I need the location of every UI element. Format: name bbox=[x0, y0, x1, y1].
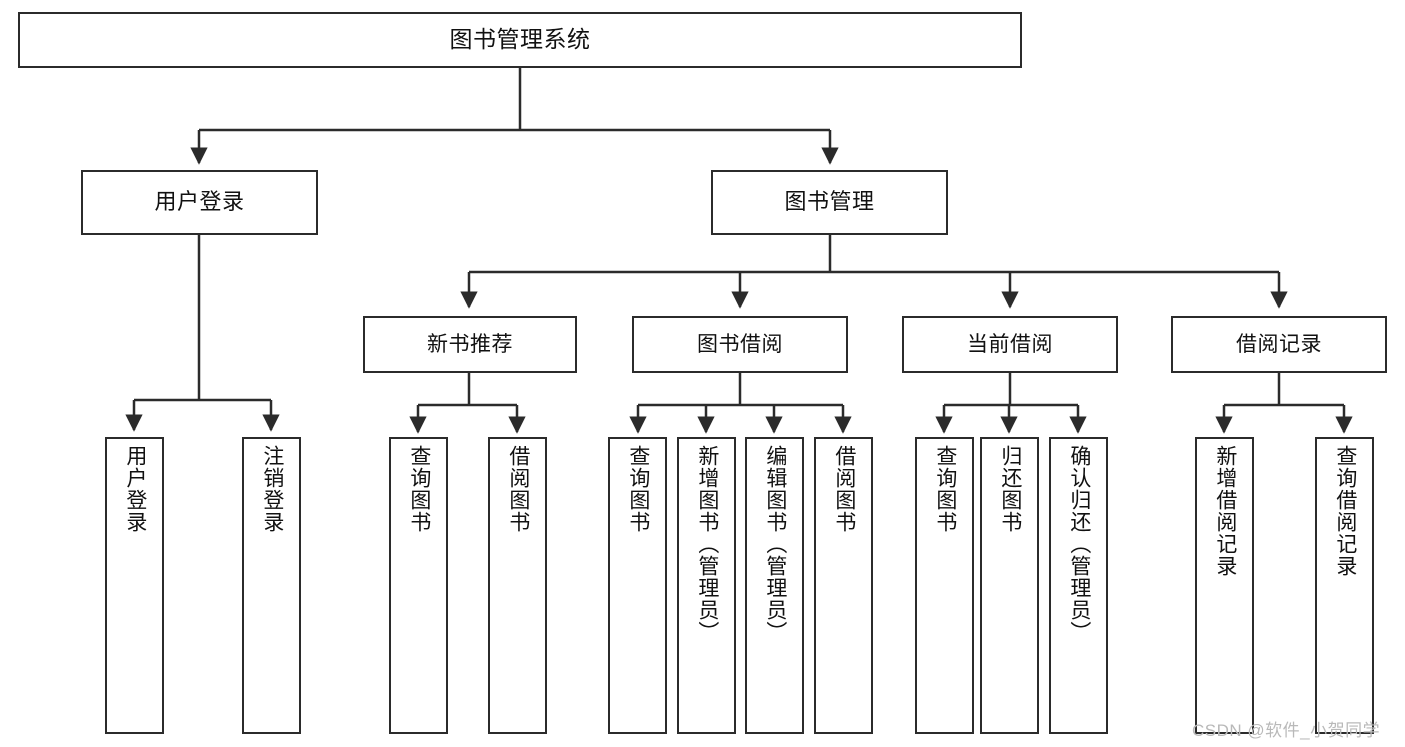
node-label: 借阅记录 bbox=[1236, 332, 1322, 356]
leaf-borrow-record-add[interactable]: 新增借阅记录 bbox=[1195, 437, 1254, 734]
leaf-borrow-record-query[interactable]: 查询借阅记录 bbox=[1315, 437, 1374, 734]
node-label: 归还图书 bbox=[998, 445, 1022, 533]
node-label: 查询图书 bbox=[626, 445, 650, 533]
node-label: 图书管理系统 bbox=[449, 26, 591, 53]
node-user-login[interactable]: 用户登录 bbox=[81, 170, 318, 235]
node-label: 当前借阅 bbox=[967, 332, 1053, 356]
leaf-current-borrow-confirm-return[interactable]: 确认归还（管理员） bbox=[1049, 437, 1108, 734]
node-label: 注销登录 bbox=[260, 445, 284, 533]
node-label: 用户登录 bbox=[123, 445, 147, 533]
leaf-book-borrow-add[interactable]: 新增图书（管理员） bbox=[677, 437, 736, 734]
node-current-borrow[interactable]: 当前借阅 bbox=[902, 316, 1118, 373]
node-book-borrow[interactable]: 图书借阅 bbox=[632, 316, 848, 373]
node-label: 图书管理 bbox=[784, 189, 875, 215]
leaf-user-login-logout[interactable]: 注销登录 bbox=[242, 437, 301, 734]
leaf-current-borrow-query[interactable]: 查询图书 bbox=[915, 437, 974, 734]
node-label: 确认归还（管理员） bbox=[1067, 445, 1091, 643]
node-label: 查询图书 bbox=[933, 445, 957, 533]
leaf-book-borrow-borrow[interactable]: 借阅图书 bbox=[814, 437, 873, 734]
leaf-book-borrow-edit[interactable]: 编辑图书（管理员） bbox=[745, 437, 804, 734]
node-label: 新增图书（管理员） bbox=[695, 445, 719, 643]
node-book-management[interactable]: 图书管理 bbox=[711, 170, 948, 235]
node-label: 借阅图书 bbox=[506, 445, 530, 533]
node-label: 图书借阅 bbox=[697, 332, 783, 356]
leaf-book-borrow-query[interactable]: 查询图书 bbox=[608, 437, 667, 734]
leaf-new-book-borrow[interactable]: 借阅图书 bbox=[488, 437, 547, 734]
node-label: 查询借阅记录 bbox=[1333, 445, 1357, 577]
node-new-book-recommend[interactable]: 新书推荐 bbox=[363, 316, 577, 373]
node-label: 查询图书 bbox=[407, 445, 431, 533]
node-borrow-record[interactable]: 借阅记录 bbox=[1171, 316, 1387, 373]
node-label: 新增借阅记录 bbox=[1213, 445, 1237, 577]
leaf-user-login-login[interactable]: 用户登录 bbox=[105, 437, 164, 734]
leaf-current-borrow-return[interactable]: 归还图书 bbox=[980, 437, 1039, 734]
node-label: 编辑图书（管理员） bbox=[763, 445, 787, 643]
node-label: 用户登录 bbox=[154, 189, 245, 215]
node-root-system[interactable]: 图书管理系统 bbox=[18, 12, 1022, 68]
leaf-new-book-query[interactable]: 查询图书 bbox=[389, 437, 448, 734]
node-label: 新书推荐 bbox=[427, 332, 513, 356]
node-label: 借阅图书 bbox=[832, 445, 856, 533]
